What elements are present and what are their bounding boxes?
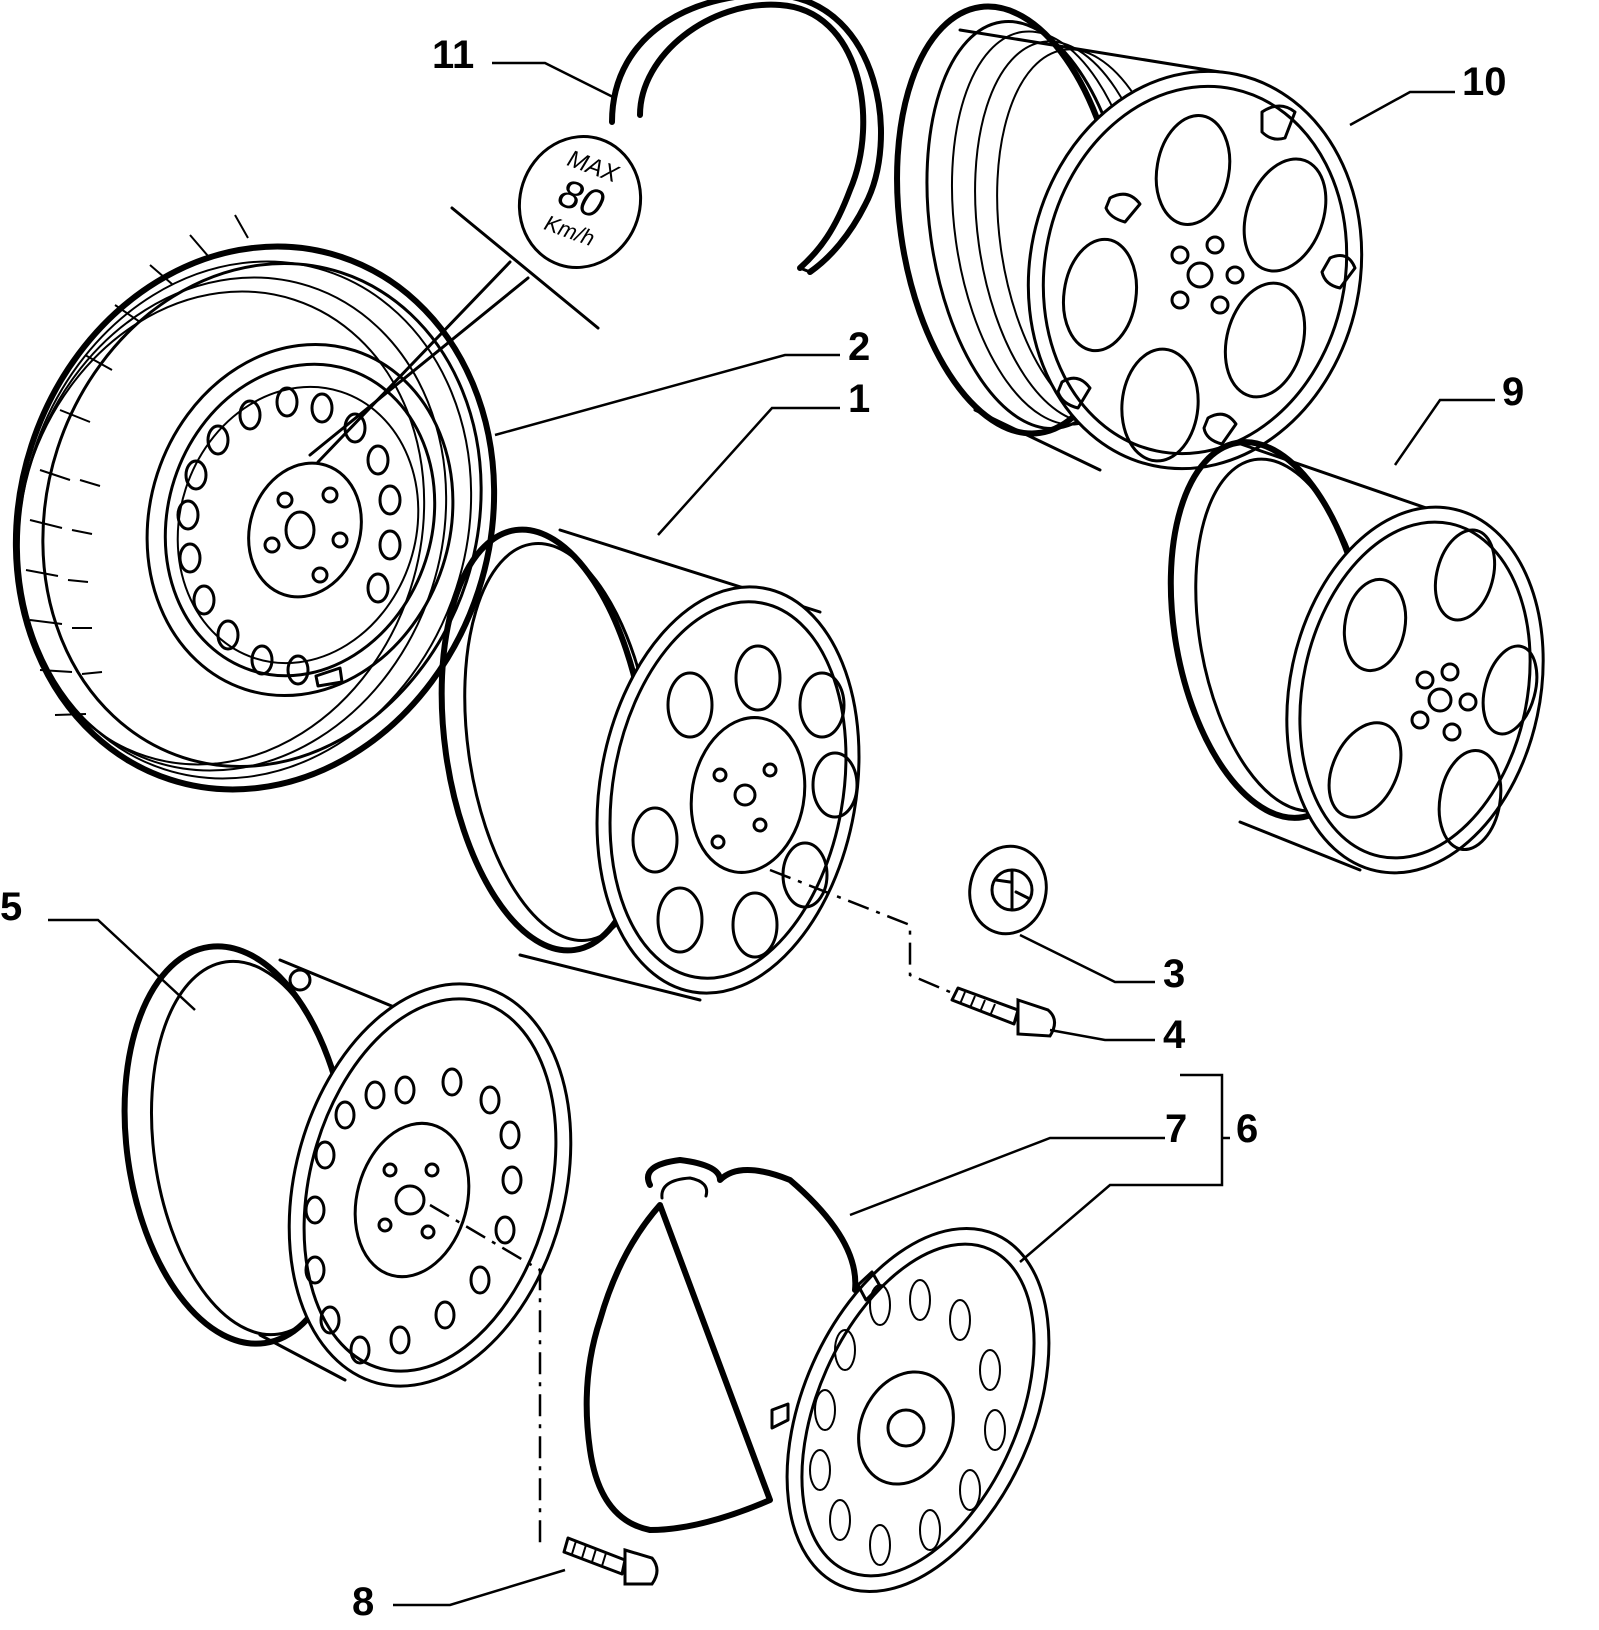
part-2-complete-wheel: [12, 214, 498, 793]
callout-11: 11: [432, 33, 474, 77]
part-4-bolt: [950, 986, 1056, 1038]
callout-3: 3: [1163, 952, 1185, 996]
leader-lines: [48, 61, 1495, 1607]
part-3-centre-cap: [968, 844, 1048, 936]
callout-numbers: 11 10 2 1 9 5 3 4 7 6 8: [0, 33, 1524, 1624]
callout-2: 2: [848, 325, 870, 369]
alfa-romeo-emblem-icon: [994, 868, 1030, 912]
part-11-speed-sticker: MAX 80 Km/h: [517, 0, 884, 275]
part-8-bolt: [562, 1536, 659, 1586]
part-9-alloy-wheel: [1167, 439, 1545, 875]
part-5-steel-wheel: [121, 943, 573, 1388]
part-7-trim-ring: [583, 1157, 859, 1533]
callout-1: 1: [848, 377, 870, 421]
callout-10: 10: [1462, 60, 1507, 104]
part-6-hub-cap: [770, 1226, 1051, 1594]
part-10-alloy-wheel: [894, 3, 1364, 472]
callout-9: 9: [1502, 370, 1524, 414]
callout-7: 7: [1165, 1107, 1187, 1151]
part-1-alloy-wheel: [438, 526, 861, 1002]
callout-5: 5: [0, 885, 22, 929]
callout-8: 8: [352, 1580, 374, 1624]
callout-4: 4: [1163, 1013, 1186, 1057]
callout-6: 6: [1236, 1107, 1258, 1151]
